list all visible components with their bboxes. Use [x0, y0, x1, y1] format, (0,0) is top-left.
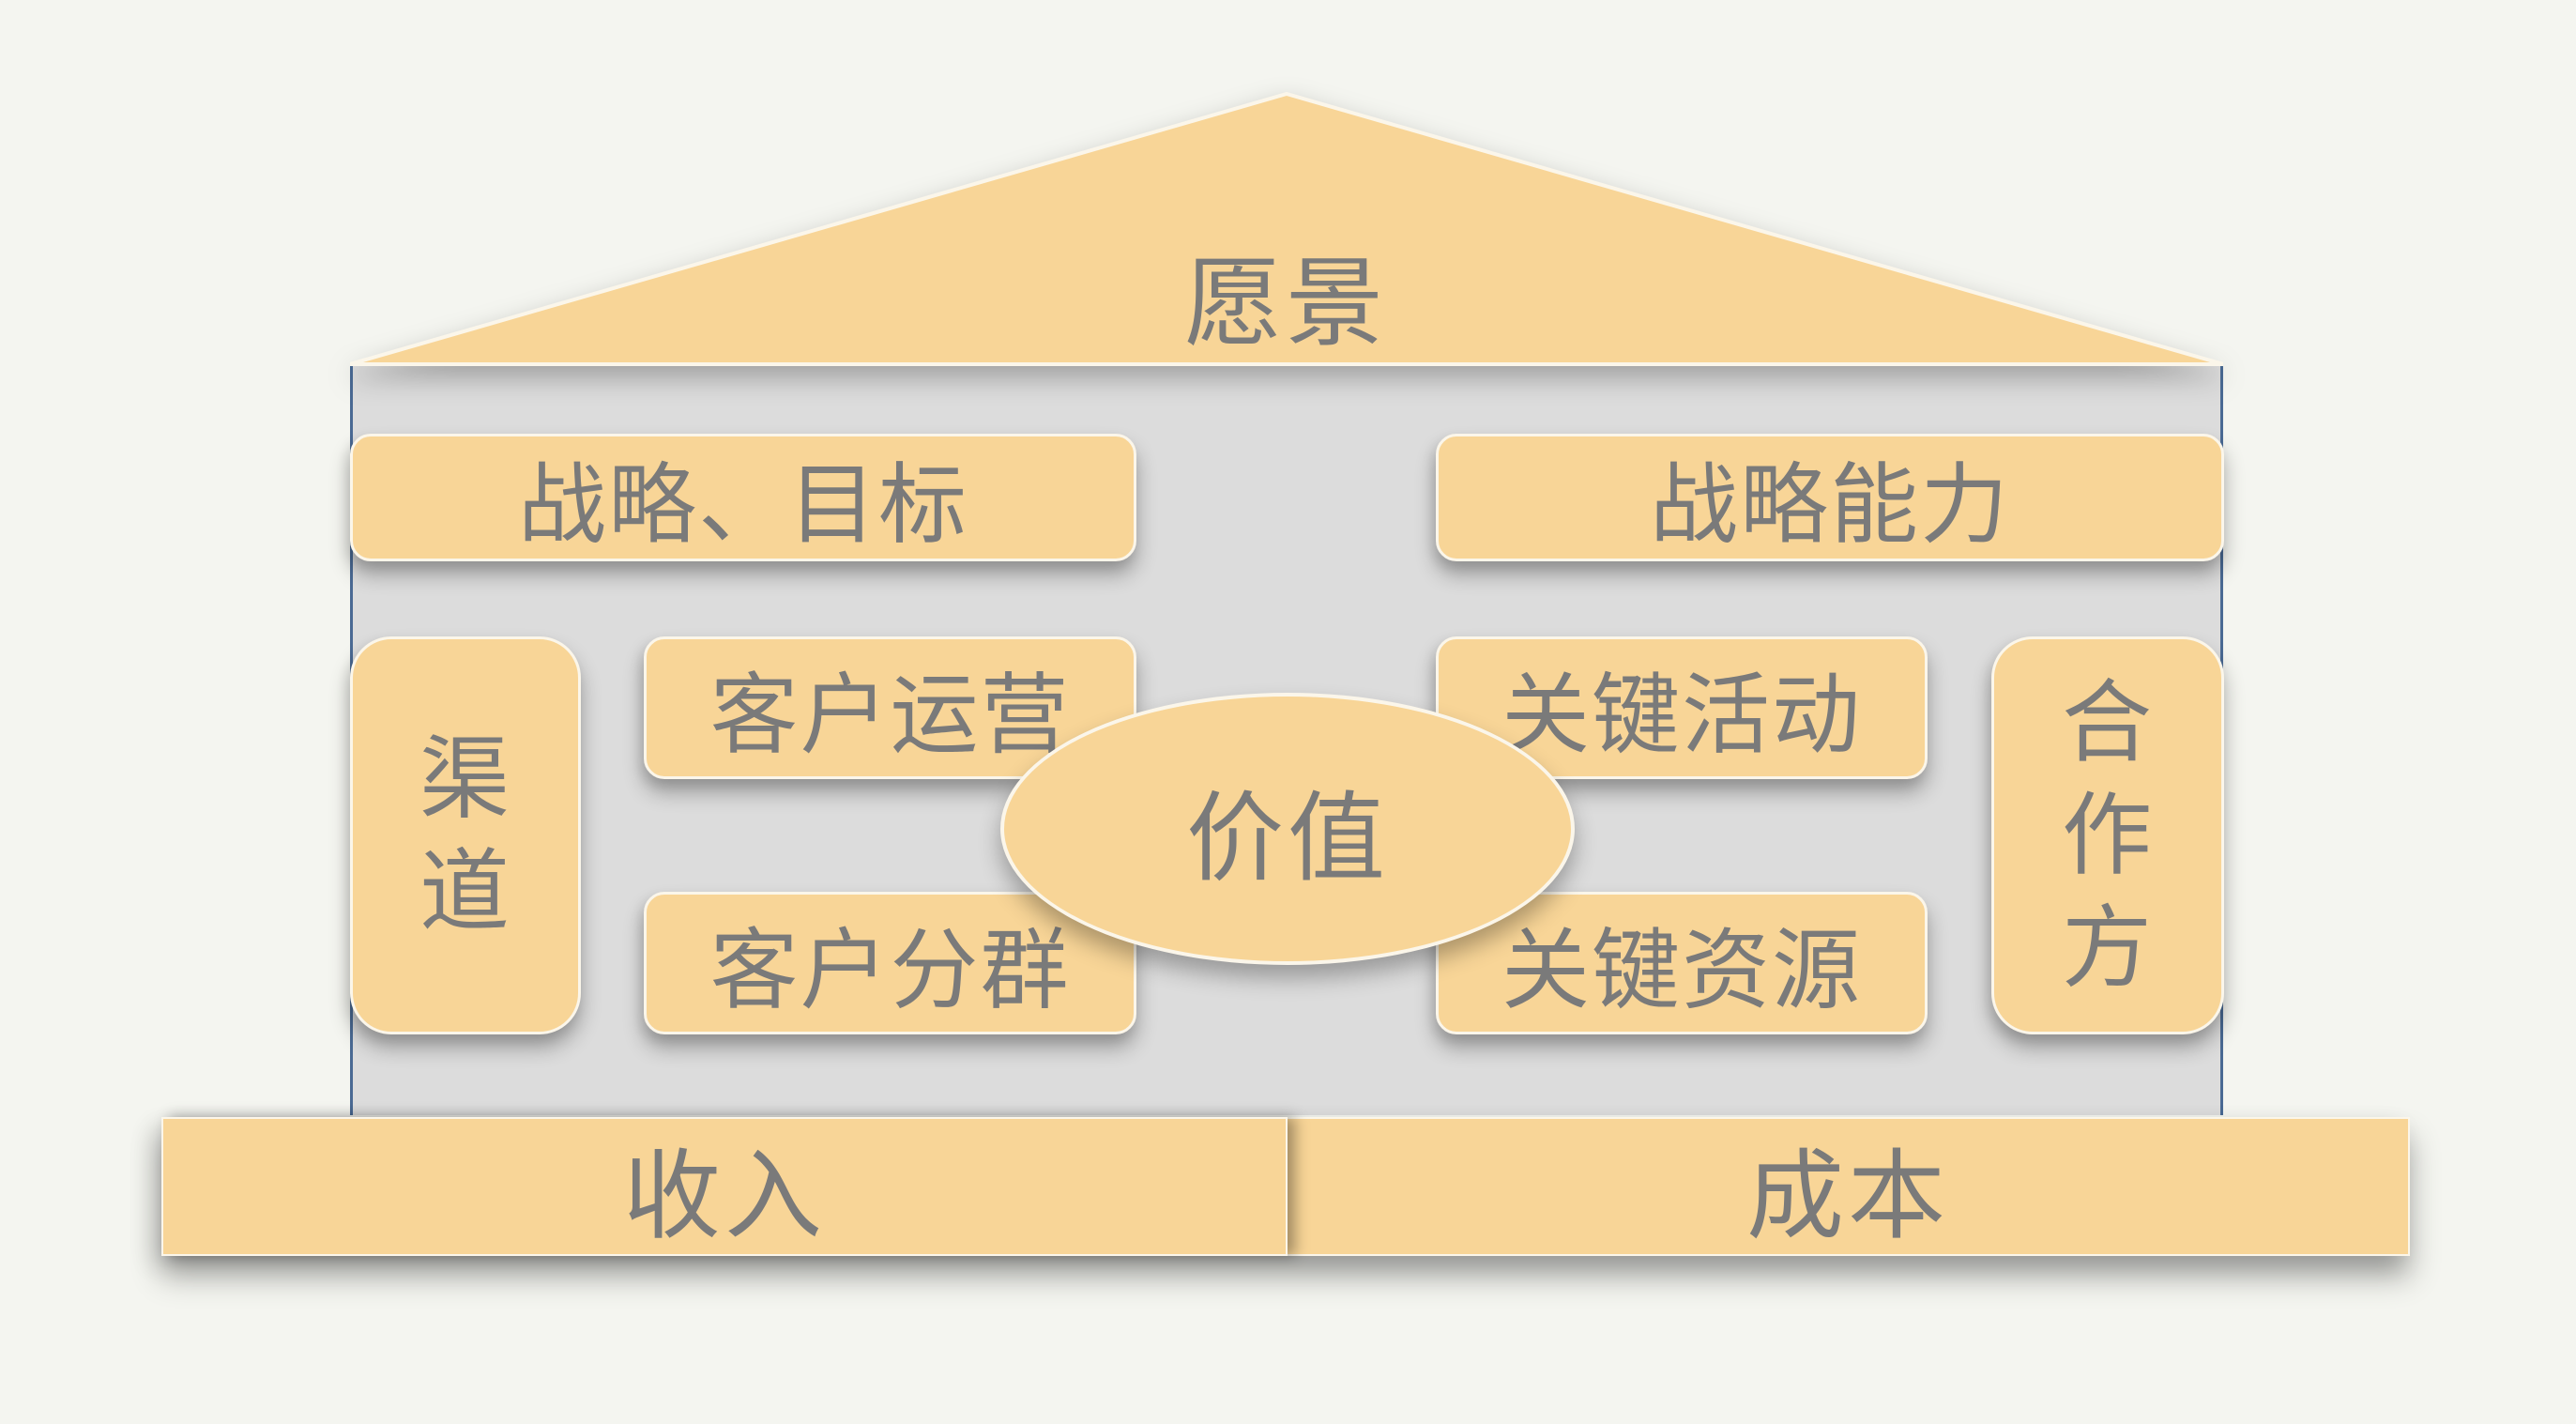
income-label: 收入 — [622, 1138, 826, 1253]
strategic-capability-block: 战略能力 — [1436, 434, 2224, 561]
strategic-capability-label: 战略能力 — [1649, 454, 2010, 557]
vision-roof — [350, 92, 2223, 366]
partner-char-1: 合 — [2062, 670, 2154, 775]
key-resources-block: 关键资源 — [1436, 892, 1928, 1034]
channel-char-1: 渠 — [419, 727, 511, 832]
partner-char-2: 作 — [2062, 783, 2154, 888]
vision-roof-shape — [350, 92, 2223, 366]
channel-block: 渠 道 — [350, 636, 581, 1034]
value-ellipse: 价值 — [1000, 693, 1575, 965]
customer-segment-block: 客户分群 — [644, 892, 1136, 1034]
value-label: 价值 — [1185, 780, 1389, 896]
customer-segment-label: 客户分群 — [709, 920, 1071, 1022]
cost-label: 成本 — [1745, 1138, 1949, 1253]
customer-operation-label: 客户运营 — [709, 665, 1071, 767]
key-resources-label: 关键资源 — [1501, 920, 1862, 1022]
partner-char-3: 方 — [2062, 896, 2154, 1001]
strategy-goals-block: 战略、目标 — [350, 434, 1136, 561]
partner-block: 合 作 方 — [1991, 636, 2224, 1034]
income-block: 收入 — [161, 1117, 1288, 1256]
channel-char-2: 道 — [419, 839, 511, 944]
vision-label: 愿景 — [1183, 246, 1387, 360]
strategy-goals-label: 战略、目标 — [517, 454, 968, 557]
cost-block: 成本 — [1286, 1117, 2410, 1256]
key-activities-label: 关键活动 — [1501, 665, 1862, 767]
